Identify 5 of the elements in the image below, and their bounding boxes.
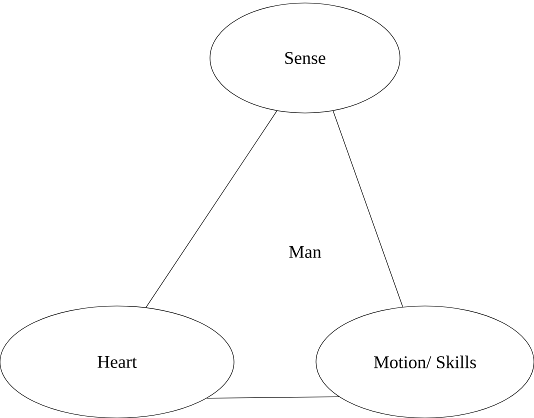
connector-line xyxy=(146,110,278,308)
connector-line xyxy=(206,396,340,399)
ellipse-node: Sense xyxy=(210,2,400,114)
center-label: Man xyxy=(289,246,322,258)
connector-line xyxy=(332,110,404,308)
